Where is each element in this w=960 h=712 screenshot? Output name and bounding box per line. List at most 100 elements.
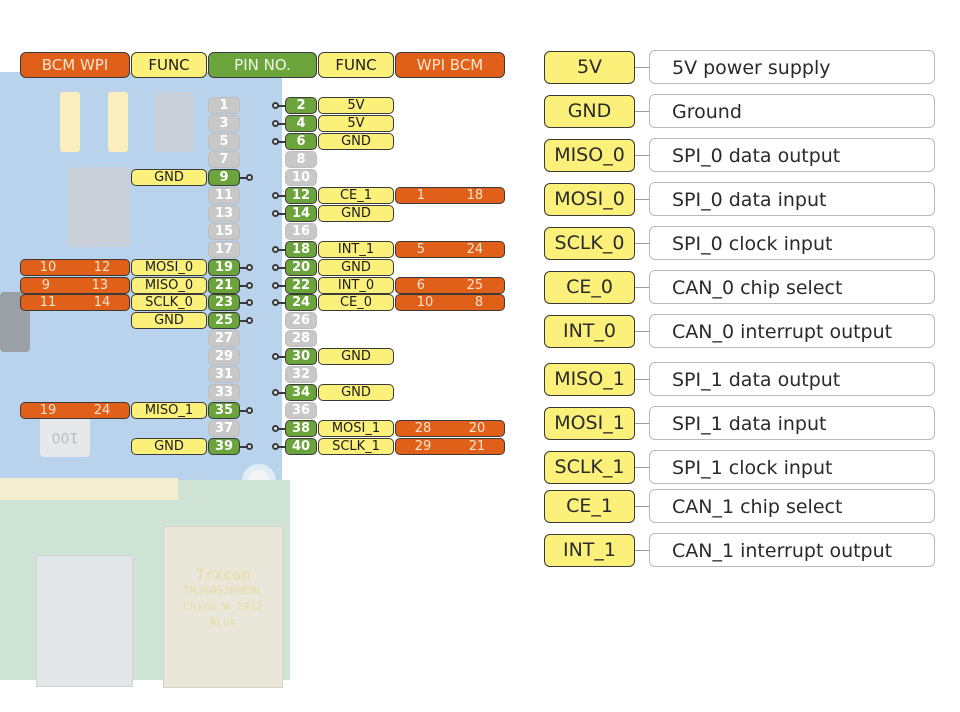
pin-func-left: SCLK_0 bbox=[131, 294, 207, 312]
inductor-label: 100 bbox=[51, 429, 79, 445]
ethernet-label-line: China W 1912 bbox=[183, 600, 263, 613]
pin-pad bbox=[272, 137, 279, 145]
pin-pad bbox=[246, 281, 253, 289]
pin-lead bbox=[277, 140, 285, 143]
wpi-number: 6 bbox=[416, 277, 426, 293]
bcm-number: 20 bbox=[468, 421, 486, 437]
pin-5: 5 bbox=[208, 132, 240, 150]
pin-func-left: MOSI_0 bbox=[131, 258, 207, 276]
pin-func-left: GND bbox=[131, 168, 207, 186]
pin-11: 11 bbox=[208, 186, 240, 204]
jumper-3v3b-5vb bbox=[60, 92, 80, 152]
pin-17: 17 bbox=[208, 240, 240, 258]
header-wpi-bcm-right: WPI BCM bbox=[395, 52, 505, 78]
ethernet-port: Trxcom TRJG0926HENL China W 1912 RLus bbox=[163, 526, 283, 688]
gpio-numbers-right: 29 21 bbox=[395, 438, 505, 456]
pin-header-strip bbox=[0, 478, 178, 500]
bcm-number: 19 bbox=[39, 403, 57, 419]
pin-lead bbox=[277, 284, 285, 287]
bcm-number: 11 bbox=[39, 295, 57, 311]
pin-pad bbox=[246, 443, 253, 451]
bcm-number: 24 bbox=[466, 241, 484, 257]
pin-pad bbox=[272, 299, 279, 307]
pin-func-left: MISO_1 bbox=[131, 402, 207, 420]
legend-description: SPI_0 data output bbox=[649, 138, 935, 172]
pin-24: 24 bbox=[285, 294, 317, 312]
pin-18: 18 bbox=[285, 240, 317, 258]
pin-39: 39 bbox=[208, 438, 240, 456]
pin-14: 14 bbox=[285, 204, 317, 222]
pin-pad bbox=[272, 353, 279, 361]
header-func-right: FUNC bbox=[318, 52, 394, 78]
pin-lead bbox=[277, 266, 285, 269]
legend-tag-miso-0: MISO_0 bbox=[544, 139, 635, 172]
pin-lead bbox=[240, 266, 248, 269]
pin-func-left: MISO_0 bbox=[131, 276, 207, 294]
legend-connector bbox=[635, 199, 649, 200]
legend-connector bbox=[635, 155, 649, 156]
pin-12: 12 bbox=[285, 186, 317, 204]
gpio-numbers-right: 5 24 bbox=[395, 240, 505, 258]
pin-28: 28 bbox=[285, 330, 317, 348]
pin-4: 4 bbox=[285, 114, 317, 132]
legend-tag-ce-0: CE_0 bbox=[544, 271, 635, 304]
bcm-number: 8 bbox=[474, 295, 484, 311]
legend-connector bbox=[635, 67, 649, 68]
gpio-numbers-right: 6 25 bbox=[395, 276, 505, 294]
header-pin-no: PIN NO. bbox=[208, 52, 317, 78]
pin-func-right: GND bbox=[318, 204, 394, 222]
legend-description: CAN_0 interrupt output bbox=[649, 314, 935, 348]
pin-lead bbox=[277, 428, 285, 431]
legend-connector bbox=[635, 111, 649, 112]
pin-pad bbox=[246, 407, 253, 415]
pin-pad bbox=[246, 299, 253, 307]
wpi-number: 24 bbox=[93, 403, 111, 419]
bcm-number: 9 bbox=[41, 277, 51, 293]
legend-tag-sclk-1: SCLK_1 bbox=[544, 451, 635, 484]
pin-func-right: GND bbox=[318, 348, 394, 366]
bcm-number: 10 bbox=[39, 259, 57, 275]
jumper-3v3a-5va bbox=[108, 92, 128, 152]
bcm-number: 18 bbox=[466, 187, 484, 203]
legend-description: SPI_0 clock input bbox=[649, 226, 935, 260]
legend-connector bbox=[635, 379, 649, 380]
pin-33: 33 bbox=[208, 384, 240, 402]
pin-pad bbox=[272, 263, 279, 271]
pin-25: 25 bbox=[208, 312, 240, 330]
pin-13: 13 bbox=[208, 204, 240, 222]
pin-lead bbox=[277, 302, 285, 305]
pin-func-left: GND bbox=[131, 312, 207, 330]
ethernet-label-line: Trxcom bbox=[195, 566, 251, 584]
pin-lead bbox=[240, 320, 248, 323]
bcm-number: 21 bbox=[468, 439, 486, 455]
legend-connector bbox=[635, 243, 649, 244]
pin-35: 35 bbox=[208, 402, 240, 420]
legend-description: SPI_1 data input bbox=[649, 406, 935, 440]
pin-pad bbox=[272, 209, 279, 217]
wpi-number: 5 bbox=[416, 241, 426, 257]
pin-32: 32 bbox=[285, 366, 317, 384]
bcm-number: 25 bbox=[466, 277, 484, 293]
isolator-chip bbox=[68, 167, 130, 247]
pin-func-right: GND bbox=[318, 384, 394, 402]
ethernet-label-line: RLus bbox=[209, 616, 237, 629]
wpi-number: 29 bbox=[414, 439, 432, 455]
legend-tag-gnd: GND bbox=[544, 95, 635, 128]
legend-description: Ground bbox=[649, 94, 935, 128]
pin-37: 37 bbox=[208, 420, 240, 438]
legend-connector bbox=[635, 467, 649, 468]
header-func-left: FUNC bbox=[131, 52, 207, 78]
legend-tag-sclk-0: SCLK_0 bbox=[544, 227, 635, 260]
legend-tag-mosi-0: MOSI_0 bbox=[544, 183, 635, 216]
pin-lead bbox=[277, 105, 285, 107]
pin-pad bbox=[272, 425, 279, 433]
pin-lead bbox=[277, 212, 285, 215]
pin-1: 1 bbox=[208, 97, 240, 114]
legend-description: SPI_1 clock input bbox=[649, 450, 935, 484]
legend-tag-mosi-1: MOSI_1 bbox=[544, 407, 635, 440]
pin-func-right: GND bbox=[318, 132, 394, 150]
pin-6: 6 bbox=[285, 132, 317, 150]
